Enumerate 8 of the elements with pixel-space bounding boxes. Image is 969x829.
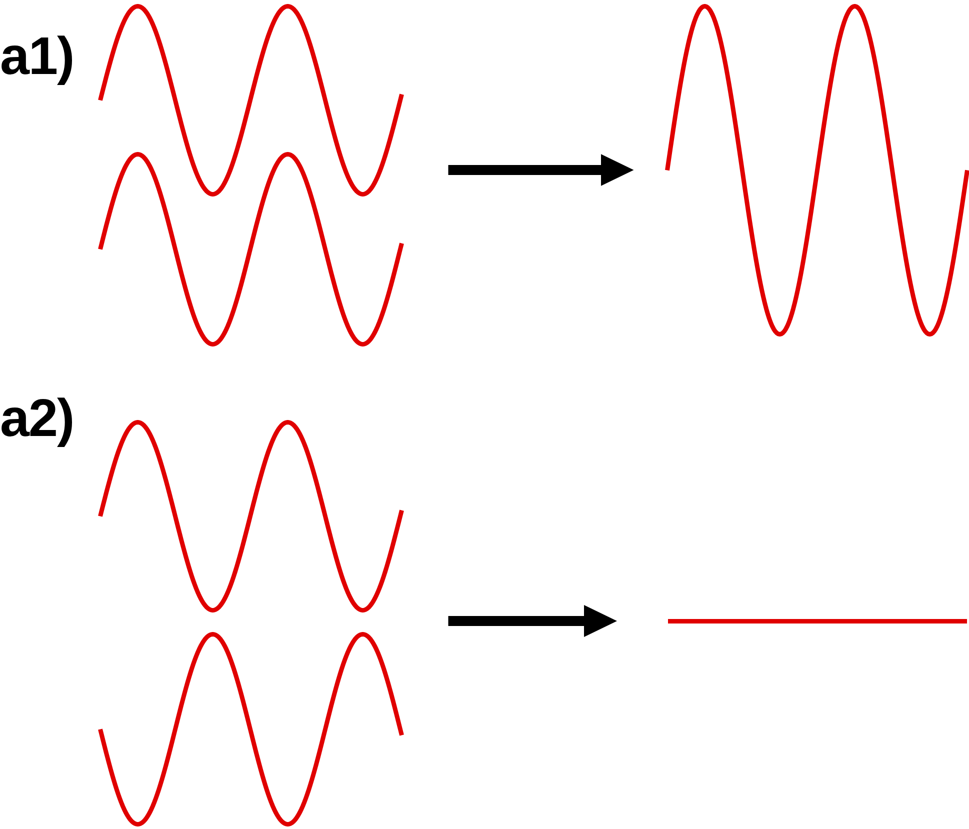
arrow — [448, 154, 634, 186]
panel-label: a1) — [0, 30, 74, 83]
flat-line — [668, 618, 967, 624]
panel-label: a2) — [0, 392, 74, 445]
wave-pair-drawing — [98, 420, 404, 826]
sine-wave-drawing — [664, 4, 969, 336]
arrow — [448, 605, 617, 637]
wave-pair-drawing — [98, 4, 404, 346]
